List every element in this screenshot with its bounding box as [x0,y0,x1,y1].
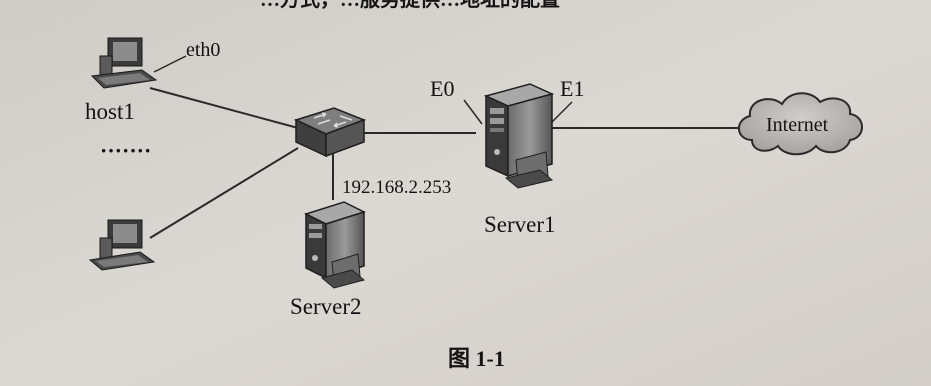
link-host2-switch [149,147,299,239]
switch-icon [293,107,367,158]
server1-label: Server1 [484,212,556,237]
eth0-pointer [153,55,187,73]
server2-ip-label: 192.168.2.253 [342,177,451,198]
server1-left-interface-label: E0 [430,76,454,101]
internet-label: Internet [766,114,829,136]
server2-icon [304,201,366,289]
link-host1-switch [149,87,299,129]
hosts-ellipsis: ······· [100,138,151,163]
host1-interface-label: eth0 [186,39,220,61]
label-pointers [153,55,573,125]
e0-pointer [463,99,483,125]
title-fragment: …方式，…服务提供…地址的配置 [260,0,560,11]
server2-label: Server2 [290,294,362,319]
host2-computer-icon [88,219,156,271]
host1-computer-icon [90,37,158,89]
host1-label: host1 [85,99,135,124]
links [149,87,742,239]
server1-icon [483,83,555,189]
server1-right-interface-label: E1 [560,76,584,101]
figure-caption: 图 1-1 [448,346,505,371]
internet-cloud-icon [738,92,863,156]
e1-pointer [551,101,573,123]
